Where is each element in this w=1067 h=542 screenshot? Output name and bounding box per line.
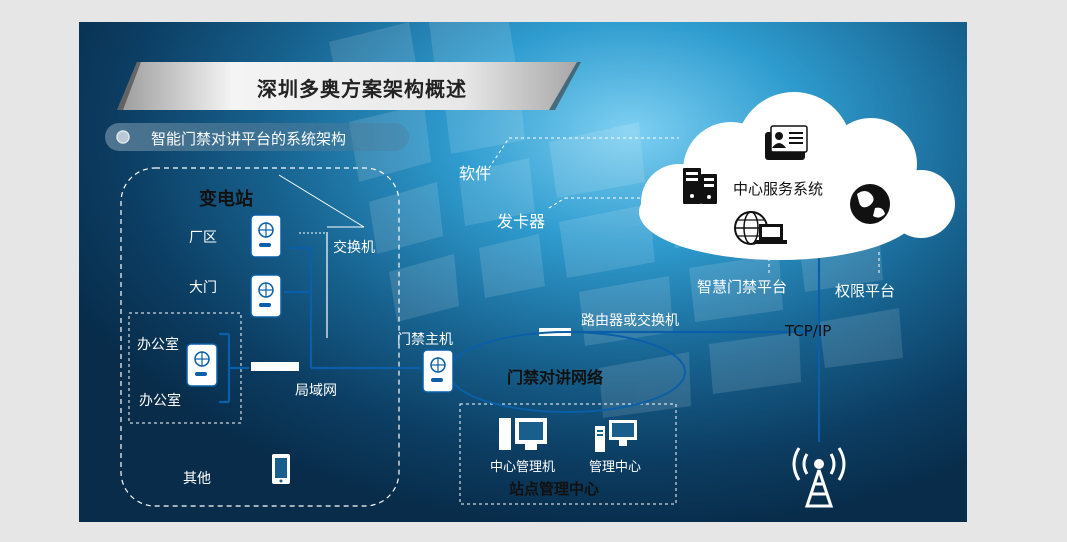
antenna-tower-icon [792,447,846,508]
other-label: 其他 [183,471,211,487]
router-switch-label: 路由器或交换机 [581,313,679,329]
gate-label: 大门 [189,280,217,296]
lan-label: 局域网 [295,383,337,399]
station-center-region [459,403,677,505]
title-band [117,62,577,110]
switch-label: 交换机 [333,240,375,256]
office-label-2: 办公室 [139,393,181,409]
server-icon [683,168,717,204]
office-label-1: 办公室 [137,337,179,353]
access-host-label: 门禁主机 [397,332,453,348]
access-terminal-icon-host [422,349,454,393]
intercom-network-label: 门禁对讲网络 [507,368,604,387]
architecture-slide: 深圳多奥方案架构概述 智能门禁对讲平台的系统架构 变电站 厂区 大门 办公室 办… [79,22,967,522]
diagram-canvas [105,22,955,508]
globe-icon [850,184,890,224]
page-subtitle: 智能门禁对讲平台的系统架构 [151,130,347,148]
factory-label: 厂区 [189,230,217,246]
lan-hub-bar [251,362,299,371]
tcpip-label: TCP/IP [785,322,832,340]
station-center-title: 站点管理中心 [509,480,600,498]
subtitle-pill [105,123,409,151]
card-issuer-label: 发卡器 [497,212,546,231]
center-service-label: 中心服务系统 [733,180,824,198]
permission-platform-label: 权限平台 [835,282,896,300]
management-center-icon [595,420,637,452]
substation-region [120,167,400,507]
id-card-icon [765,125,808,160]
page-title: 深圳多奥方案架构概述 [257,77,467,101]
management-center-label: 管理中心 [589,460,642,475]
subtitle-bullet-icon [116,130,130,144]
software-label: 软件 [459,164,492,183]
access-terminal-icon-gate [250,274,282,318]
access-terminal-icon-factory [250,214,282,258]
central-pc-label: 中心管理机 [490,460,556,475]
central-pc-icon [499,418,547,450]
web-laptop-icon [734,211,787,245]
substation-title: 变电站 [199,189,253,210]
access-terminal-icon-office [186,343,218,387]
phone-icon [272,454,290,484]
smart-access-platform-label: 智慧门禁平台 [697,278,788,296]
office-region [128,312,242,424]
